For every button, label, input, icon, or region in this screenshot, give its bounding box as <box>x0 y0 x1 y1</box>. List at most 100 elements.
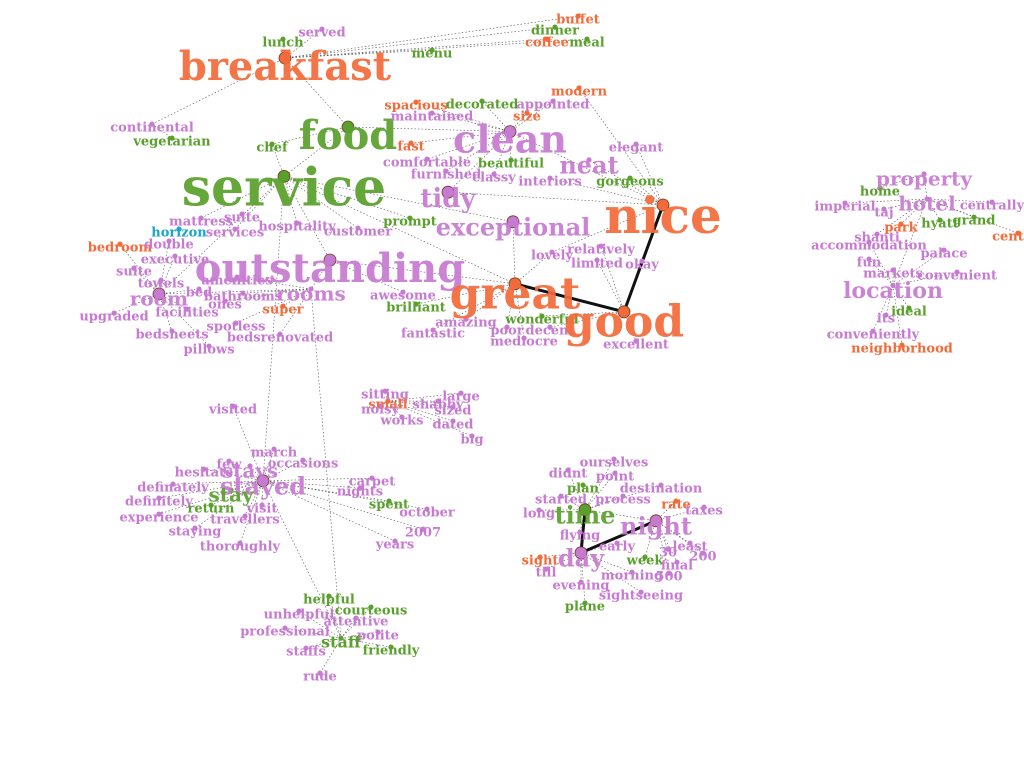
edge-stayed-visited <box>232 405 264 481</box>
node-dot-thoroughly <box>237 540 243 546</box>
edge-room-bedroom <box>119 243 160 295</box>
node-dot-wonderful <box>539 313 545 319</box>
word-label-coffee: coffee <box>525 36 569 51</box>
word-label-decorated: decorated <box>446 98 519 113</box>
node-dot-service <box>277 169 291 183</box>
edge-small-works <box>387 400 403 418</box>
edge-small-big <box>387 400 473 437</box>
node-dot-long <box>536 507 542 513</box>
node-dot-sight <box>537 554 543 560</box>
node-dot-food <box>341 120 355 134</box>
edge-breakfast-buffet <box>284 15 579 59</box>
word-label-long: long <box>523 507 555 522</box>
node-dot-palace <box>941 247 947 253</box>
word-label-large: large <box>442 390 480 405</box>
word-label-beautiful: beautiful <box>478 157 544 172</box>
strong-edge-day-night <box>580 519 657 555</box>
edge-service-mattress <box>200 176 285 219</box>
node-dot-classy <box>491 171 497 177</box>
edge-staff-helpful <box>328 596 342 639</box>
node-dot-sized <box>450 404 456 410</box>
word-label-plan: plan <box>567 482 599 497</box>
node-dot-spent <box>386 498 392 504</box>
node-dot-rude <box>317 670 323 676</box>
node-dot-grand <box>971 214 977 220</box>
node-dot-great <box>508 277 522 291</box>
node-dot-rate <box>673 498 679 504</box>
node-dot-gorgeous <box>627 175 633 181</box>
node-dot-professional <box>282 625 288 631</box>
word-label-served: served <box>298 26 345 41</box>
word-label-carpet: carpet <box>349 475 396 490</box>
node-dot-park <box>898 221 904 227</box>
node-dot-final <box>674 559 680 565</box>
node-dot-bedsrenovated <box>277 331 283 337</box>
edge-stayed-definately <box>172 480 264 485</box>
edge-location-accommodation <box>868 241 894 286</box>
word-label-destination: destination <box>620 482 703 497</box>
edge-rooms-room <box>158 288 312 295</box>
edge-stayed-few <box>228 460 264 482</box>
word-label-bedsheets: bedsheets <box>135 328 208 343</box>
word-label-visited: visited <box>208 403 257 418</box>
word-label-works: works <box>379 414 423 429</box>
node-dot-y2007 <box>420 526 426 532</box>
word-label-sightseeing: sightseeing <box>599 589 683 604</box>
node-dot-decorated <box>479 98 485 104</box>
edge-small-sized <box>387 400 454 408</box>
word-label-bedroom: bedroom <box>88 241 153 256</box>
node-dot-appointed <box>550 98 556 104</box>
node-dot-started <box>558 493 564 499</box>
node-dot-towels <box>158 277 164 283</box>
word-label-park: park <box>884 221 918 236</box>
edge-location-ideal <box>892 285 910 309</box>
word-label-rate: rate <box>661 498 691 513</box>
word-label-return: return <box>188 502 235 517</box>
edge-staff-professional <box>284 627 342 639</box>
word-label-furnished: furnished <box>411 168 481 183</box>
edge-continental-vegetarian <box>151 123 173 139</box>
edge-great-lovely <box>514 251 553 285</box>
node-dot-least <box>687 540 693 546</box>
node-dot-hotel <box>924 196 930 202</box>
word-label-vegetarian: vegetarian <box>132 135 211 150</box>
node-dot-night <box>649 514 663 528</box>
word-label-week: week <box>626 554 665 569</box>
edge-night-n200 <box>655 520 704 554</box>
strong-edge-good-nice <box>622 204 665 313</box>
word-label-ones: ones <box>208 298 242 313</box>
edge-location-its <box>885 285 894 316</box>
node-dot-elegant <box>633 141 639 147</box>
node-dot-relatively <box>598 243 604 249</box>
word-label-shabby: shabby <box>413 398 464 413</box>
node-dot-didnt <box>565 467 571 473</box>
node-dot-room <box>152 287 166 301</box>
word-label-decent: decent <box>525 324 574 339</box>
node-dot-big <box>469 433 475 439</box>
word-label-relatively: relatively <box>567 243 635 258</box>
node-dot-lunch <box>280 36 286 42</box>
node-dot-shanti <box>874 231 880 237</box>
node-dot-helpful <box>326 593 332 599</box>
node-dot-process <box>620 493 626 499</box>
node-dot-mediocre <box>521 335 527 341</box>
word-label-meal: meal <box>569 36 604 51</box>
edge-day-early <box>580 542 618 554</box>
edge-clean-maintained <box>431 112 511 132</box>
word-label-evening: evening <box>552 579 609 594</box>
word-label-didnt: didnt <box>549 467 588 482</box>
node-dot-point <box>612 470 618 476</box>
word-label-started: started <box>535 493 587 508</box>
node-dot-property <box>921 171 927 177</box>
edge-nice-elegant <box>635 143 664 206</box>
word-label-tidy: tidy <box>420 184 476 214</box>
node-dot-unhelpful <box>296 608 302 614</box>
node-dot-executive <box>172 253 178 259</box>
node-dot-upgraded <box>111 310 117 316</box>
word-label-sitting: sitting <box>361 388 409 403</box>
edge-staff-courteous <box>340 606 372 639</box>
node-dot-served <box>319 26 325 32</box>
word-labels-layer: breakfastlunchservedmenubuffetdinnercoff… <box>79 13 1024 685</box>
edge-night-n30 <box>655 520 669 550</box>
